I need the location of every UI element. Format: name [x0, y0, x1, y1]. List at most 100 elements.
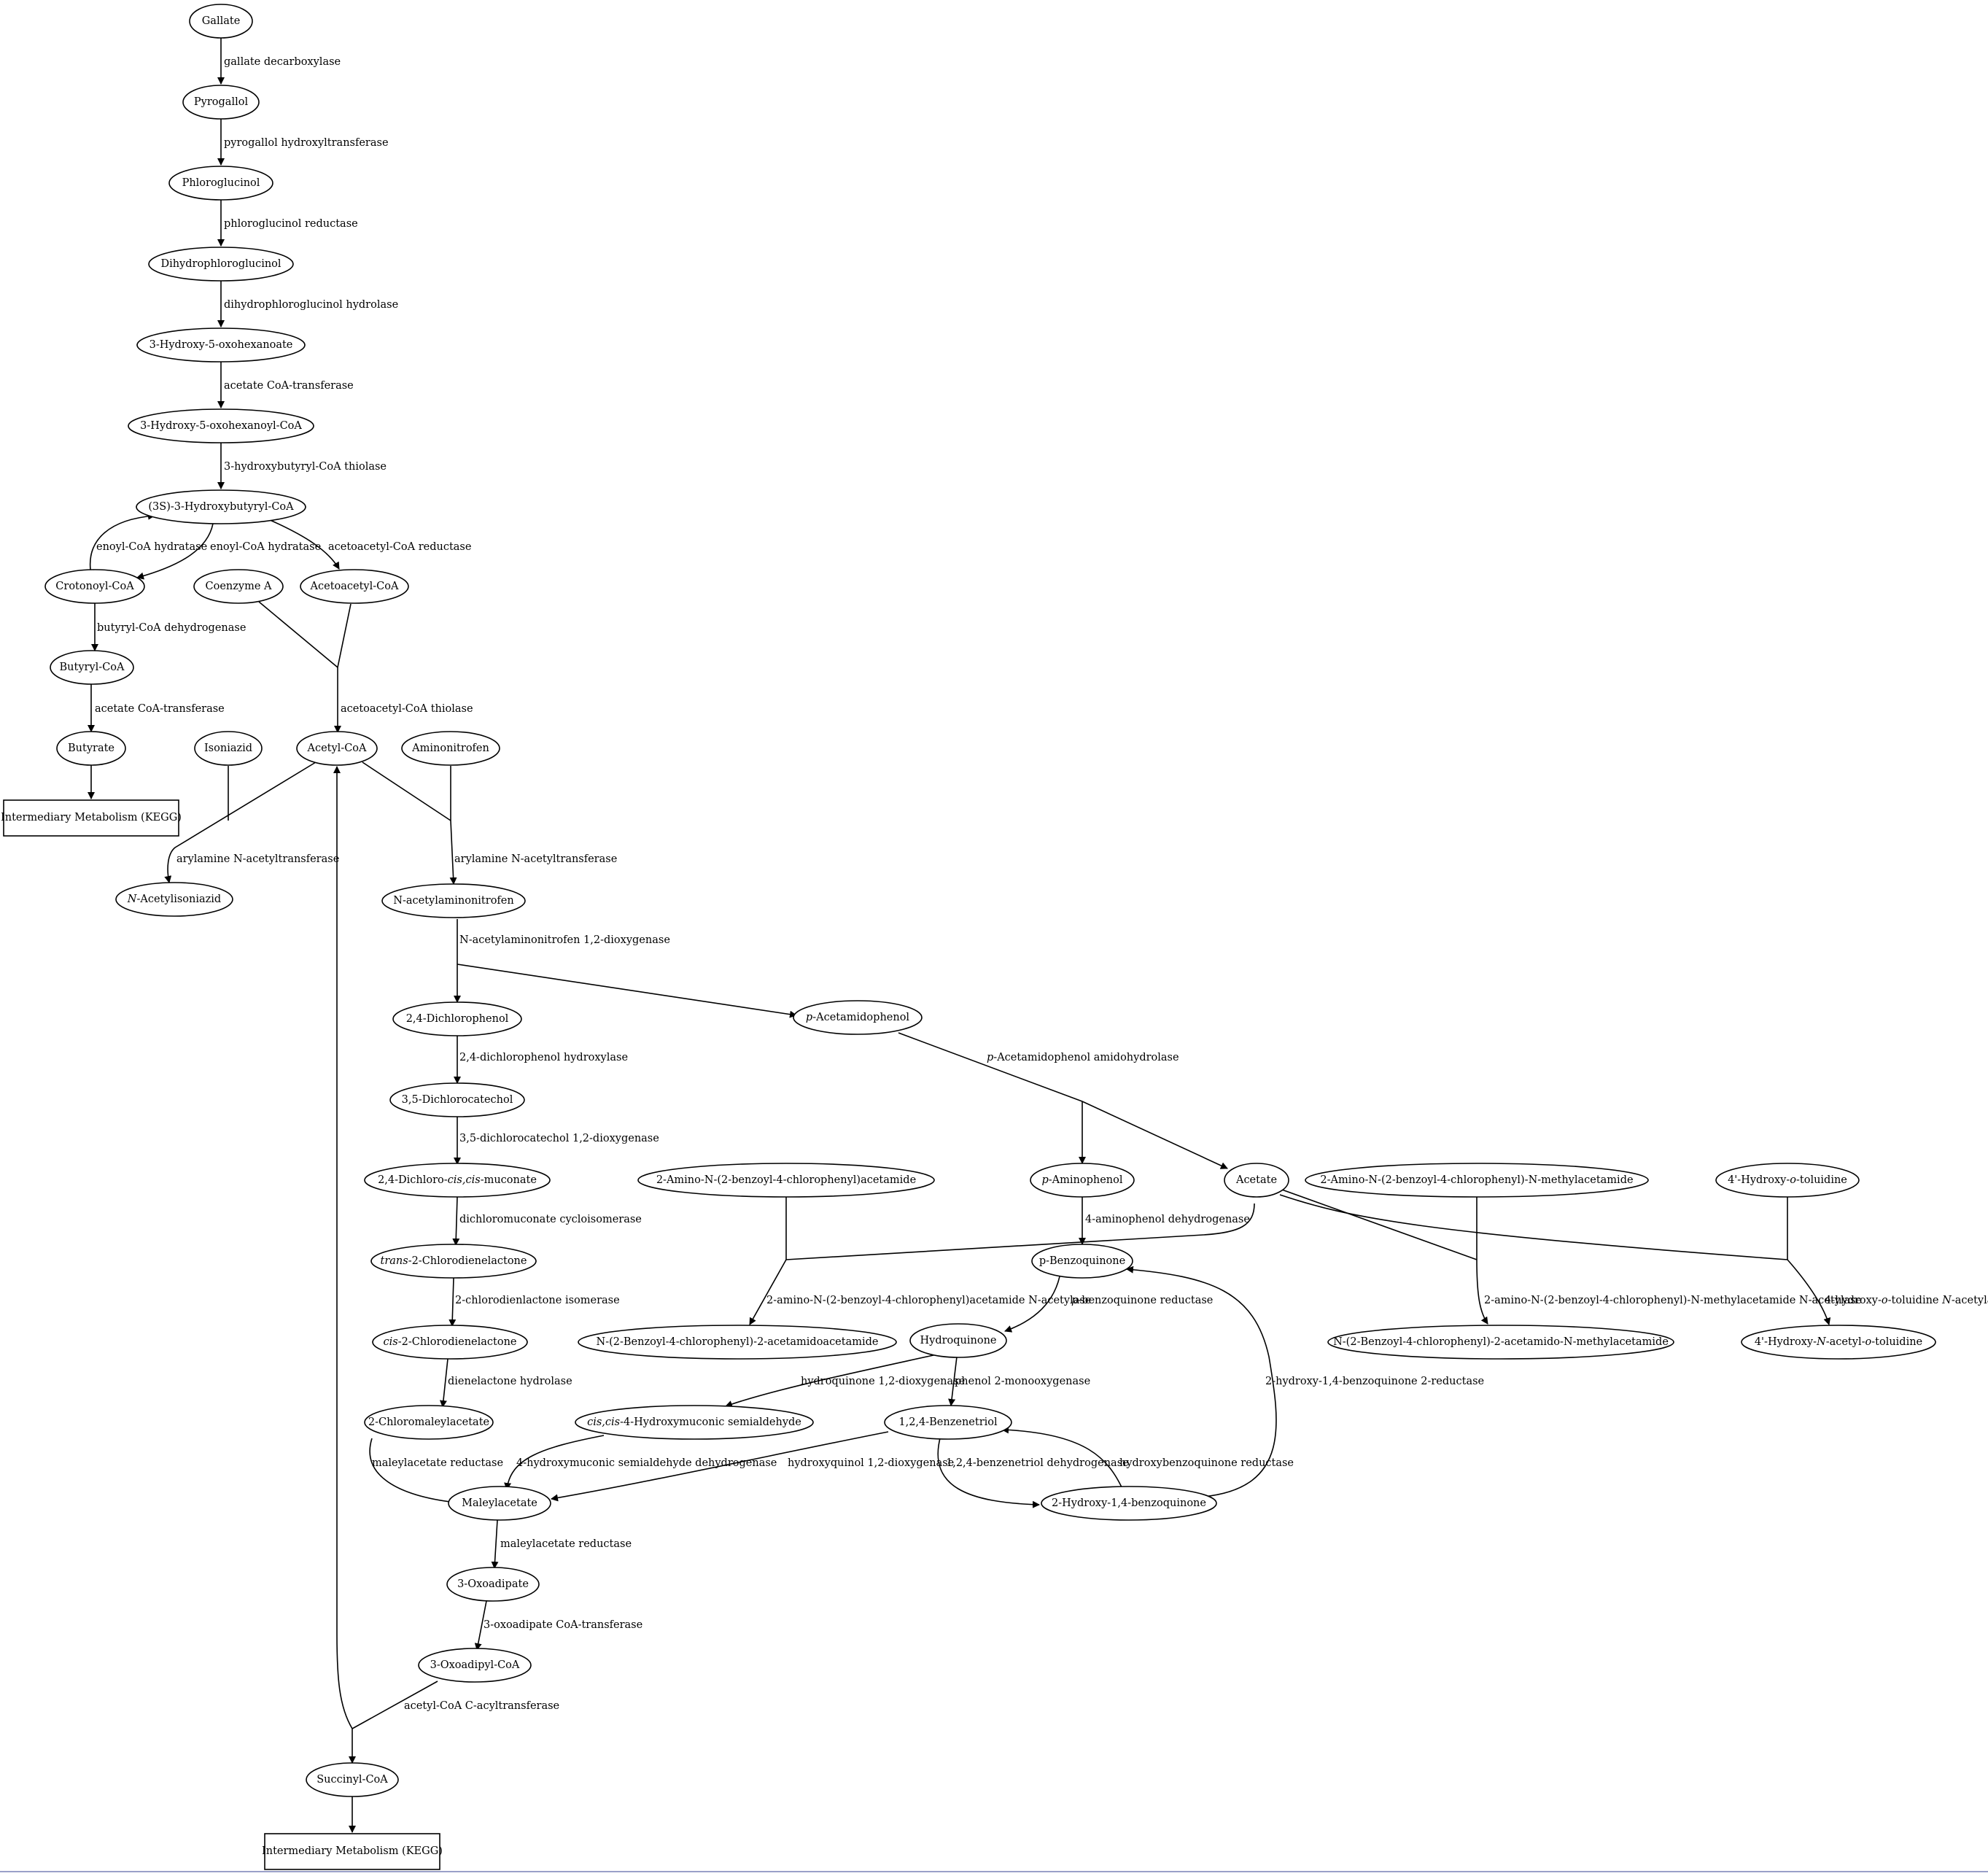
node-n-acetylaminonitrofen[interactable]: N-acetylaminonitrofen	[381, 883, 526, 918]
node-hydroxy-oxohexanoate[interactable]: 3-Hydroxy-5-oxohexanoate	[136, 327, 306, 363]
node-dichlorophenol[interactable]: 2,4-Dichlorophenol	[392, 1001, 522, 1036]
node-dichlorocatechol[interactable]: 3,5-Dichlorocatechol	[389, 1082, 525, 1117]
node-succinyl-coa[interactable]: Succinyl-CoA	[306, 1762, 399, 1797]
node-hydroxy-oxohexanoyl-coa[interactable]: 3-Hydroxy-5-oxohexanoyl-CoA	[128, 408, 314, 443]
node-trans-chlorodienelactone[interactable]: trans-2-Chlorodienelactone	[370, 1244, 537, 1279]
node-label: Phloroglucinol	[182, 177, 260, 189]
node-isoniazid[interactable]: Isoniazid	[194, 731, 263, 766]
node-butyrate[interactable]: Butyrate	[56, 731, 126, 766]
node-label: 2,4-Dichloro-cis,cis-muconate	[378, 1174, 537, 1186]
node-crotonoyl-coa[interactable]: Crotonoyl-CoA	[44, 569, 145, 604]
node-p-aminophenol[interactable]: p-Aminophenol	[1030, 1163, 1135, 1198]
node-acetyl-coa[interactable]: Acetyl-CoA	[296, 731, 378, 766]
edge-label-hydroquinone-dioxygenase: hydroquinone 1,2-dioxygenase	[801, 1376, 965, 1387]
edge-hydroxybutyryl-acetoacetyl	[268, 519, 340, 570]
node-hydroxymuconic-semialdehyde[interactable]: cis,cis-4-Hydroxymuconic semialdehyde	[575, 1405, 814, 1440]
node-label: Acetate	[1235, 1174, 1277, 1186]
edge-p-benzoquinone-hydroquinone	[1004, 1276, 1060, 1333]
edge-maleylacetate-oxoadipate	[491, 1519, 499, 1569]
edges	[88, 38, 1831, 1833]
edge-p-acetamidophenol-split	[898, 1032, 1083, 1102]
edge-hydroxybenzoquinone-p-benzoquinone	[1126, 1265, 1277, 1497]
edge-label-arylamine-nat-2: arylamine N-acetyltransferase	[454, 853, 617, 865]
node-oxoadipate[interactable]: 3-Oxoadipate	[446, 1567, 540, 1602]
edge-label-dichloromuconate-cycloisomerase: dichloromuconate cycloisomerase	[459, 1214, 642, 1225]
node-dichloro-muconate[interactable]: 2,4-Dichloro-cis,cis-muconate	[364, 1163, 551, 1198]
edge-benzenetriol-hydroxybenzoquinone	[937, 1435, 1040, 1508]
edge-label-toluidine-n-acetylase: 4-hydroxy-o-toluidine N-acetylase	[1825, 1295, 1988, 1306]
node-phloroglucinol[interactable]: Phloroglucinol	[168, 166, 273, 201]
node-p-acetamidophenol[interactable]: p-Acetamidophenol	[793, 1000, 923, 1035]
node-acetoacetyl-coa[interactable]: Acetoacetyl-CoA	[300, 569, 409, 604]
node-hydroxybutyryl-coa[interactable]: (3S)-3-Hydroxybutyryl-CoA	[136, 489, 306, 524]
node-label: 2,4-Dichlorophenol	[406, 1013, 509, 1025]
edge-label-oxoadipate-coa-transferase: 3-oxoadipate CoA-transferase	[484, 1619, 642, 1631]
node-label: Acetoacetyl-CoA	[310, 581, 399, 592]
node-oxoadipyl-coa[interactable]: 3-Oxoadipyl-CoA	[418, 1648, 532, 1683]
node-hydroquinone[interactable]: Hydroquinone	[909, 1323, 1007, 1358]
node-label: p-Benzoquinone	[1039, 1255, 1125, 1267]
edge-split-acetate	[1082, 1101, 1228, 1169]
node-label: Dihydrophloroglucinol	[160, 258, 281, 270]
node-maleylacetate[interactable]: Maleylacetate	[448, 1486, 551, 1521]
edge-label-benzenetriol-dehydrogenase: 1,2,4-benzenetriol dehydrogenase	[946, 1457, 1129, 1469]
edge-join-acetamido-methylacetamide	[1476, 1259, 1488, 1325]
node-p-benzoquinone[interactable]: p-Benzoquinone	[1031, 1244, 1133, 1279]
node-label: Maleylacetate	[462, 1497, 537, 1509]
bottom-border	[0, 1871, 1988, 1872]
node-label: Acetyl-CoA	[306, 743, 367, 754]
edge-label-dienelactone-hydrolase: dienelactone hydrolase	[448, 1376, 572, 1387]
edge-chloromaleylacetate-maleylacetate	[369, 1438, 457, 1505]
edge-hydroxybenzoquinone-benzenetriol	[1001, 1426, 1124, 1491]
node-label: cis,cis-4-Hydroxymuconic semialdehyde	[587, 1416, 801, 1428]
edge-label-enoyl-hydratase-right: enoyl-CoA hydratase	[210, 541, 321, 553]
edge-join-acetyl-coa-return	[333, 766, 353, 1729]
node-hydroxy-acetyl-toluidine[interactable]: 4'-Hydroxy-N-acetyl-o-toluidine	[1741, 1325, 1936, 1360]
edge-join-n-acetylaminonitrofen	[449, 820, 457, 885]
node-cis-chlorodienelactone[interactable]: cis-2-Chlorodienelactone	[372, 1325, 528, 1360]
node-chloromaleylacetate[interactable]: 2-Chloromaleylacetate	[364, 1405, 494, 1440]
edge-acetate-methylacetamide-join	[1279, 1188, 1478, 1260]
edge-label-maleylacetate-reductase-2: maleylacetate reductase	[500, 1538, 632, 1550]
edge-label-hydroxybutyryl-thiolase: 3-hydroxybutyryl-CoA thiolase	[224, 461, 387, 473]
edge-label-gallate-decarboxylase: gallate decarboxylase	[224, 56, 341, 68]
node-acetate[interactable]: Acetate	[1224, 1163, 1289, 1198]
edge-oxoadipate-oxoadipyl	[474, 1600, 487, 1651]
node-label: 2-Amino-N-(2-benzoyl-4-chlorophenyl)acet…	[656, 1174, 916, 1186]
node-pyrogallol[interactable]: Pyrogallol	[182, 85, 260, 120]
node-label: Crotonoyl-CoA	[55, 581, 134, 592]
node-hydroxy-toluidine[interactable]: 4'-Hydroxy-o-toluidine	[1715, 1163, 1860, 1198]
node-gallate[interactable]: Gallate	[189, 4, 253, 39]
edge-muconate-trans-lactone	[452, 1196, 460, 1246]
node-label: 2-Chloromaleylacetate	[368, 1416, 489, 1428]
node-intermediary-metabolism-top[interactable]: Intermediary Metabolism (KEGG)	[1, 799, 182, 837]
edge-hydroquinone-semialdehyde	[725, 1354, 934, 1408]
node-hydroxy-benzoquinone[interactable]: 2-Hydroxy-1,4-benzoquinone	[1041, 1486, 1217, 1521]
node-benzenetriol[interactable]: 1,2,4-Benzenetriol	[884, 1405, 1012, 1440]
node-coenzyme-a[interactable]: Coenzyme A	[193, 569, 284, 604]
edge-label-acetate-coa-transferase: acetate CoA-transferase	[224, 380, 354, 392]
node-n-acetylisoniazid[interactable]: N-Acetylisoniazid	[115, 882, 233, 917]
edge-label-acetoacetyl-reductase: acetoacetyl-CoA reductase	[328, 541, 471, 553]
node-amino-benzoyl-acetamide[interactable]: 2-Amino-N-(2-benzoyl-4-chlorophenyl)acet…	[637, 1163, 935, 1198]
node-label: Butyryl-CoA	[60, 662, 125, 673]
node-benzoyl-acetamidoacetamide[interactable]: N-(2-Benzoyl-4-chlorophenyl)-2-acetamido…	[578, 1325, 897, 1360]
edge-acetate-amino-acetamide-join	[785, 1203, 1255, 1260]
node-label: 2-Amino-N-(2-benzoyl-4-chlorophenyl)-N-m…	[1320, 1174, 1633, 1186]
node-aminonitrofen[interactable]: Aminonitrofen	[401, 731, 500, 766]
node-label: 4'-Hydroxy-o-toluidine	[1728, 1174, 1847, 1186]
node-benzoyl-acetamido-methylacetamide[interactable]: N-(2-Benzoyl-4-chlorophenyl)-2-acetamido…	[1327, 1325, 1674, 1360]
node-intermediary-metabolism-bottom[interactable]: Intermediary Metabolism (KEGG)	[262, 1833, 443, 1870]
edge-label-maleylacetate-reductase-1: maleylacetate reductase	[372, 1457, 503, 1469]
node-label: p-Acetamidophenol	[806, 1012, 910, 1023]
node-label: 3-Hydroxy-5-oxohexanoate	[150, 339, 293, 351]
node-amino-benzoyl-methylacetamide[interactable]: 2-Amino-N-(2-benzoyl-4-chlorophenyl)-N-m…	[1305, 1163, 1649, 1198]
edge-semialdehyde-maleylacetate	[504, 1435, 605, 1490]
node-dihydrophloroglucinol[interactable]: Dihydrophloroglucinol	[148, 247, 294, 282]
node-label: (3S)-3-Hydroxybutyryl-CoA	[148, 501, 294, 513]
node-label: Intermediary Metabolism (KEGG)	[1, 812, 182, 823]
edge-label-pyrogallol-hydroxyltransferase: pyrogallol hydroxyltransferase	[224, 137, 389, 149]
node-butyryl-coa[interactable]: Butyryl-CoA	[50, 650, 134, 685]
